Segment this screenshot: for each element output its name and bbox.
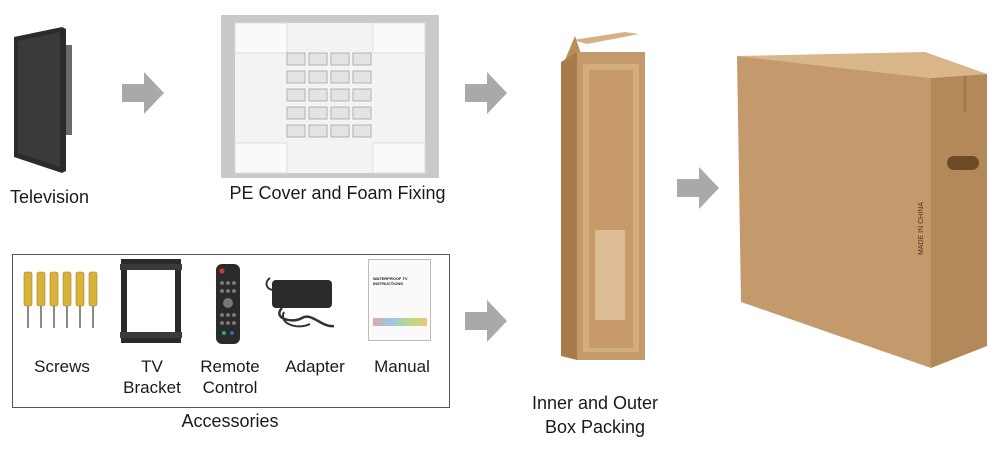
accessory-label-adapter: Adapter	[285, 357, 345, 376]
manual-title: WATERPROOF TV	[373, 276, 408, 281]
remote-control-image	[216, 264, 240, 344]
box-packing-label-line1: Inner and Outer	[531, 393, 659, 413]
television-image	[14, 27, 72, 173]
screws-image	[23, 271, 98, 328]
pe-cover-image	[221, 15, 439, 178]
adapter-image	[265, 277, 335, 328]
accessories-panel	[12, 254, 450, 408]
pe-cover-label: PE Cover and Foam Fixing	[229, 183, 446, 203]
accessory-label-screws: Screws	[34, 357, 90, 376]
box-packing-label-line2: Box Packing	[544, 417, 646, 437]
accessory-label-remote-control: Remote Control	[200, 357, 260, 397]
accessories-label: Accessories	[181, 411, 279, 431]
tv-bracket-image	[120, 259, 182, 343]
outer-box-image	[737, 52, 987, 368]
accessory-label-manual: Manual	[374, 357, 430, 376]
manual-image: WATERPROOF TV INSTRUCTIONS	[368, 259, 431, 341]
right-arrow-icon	[465, 300, 507, 342]
accessory-label-tv-bracket: TV Bracket	[123, 357, 181, 397]
right-arrow-icon	[122, 72, 164, 114]
television-label: Television	[10, 187, 90, 207]
right-arrow-icon	[465, 72, 507, 114]
box-print-text: MADE IN CHINA	[918, 202, 925, 255]
inner-box-image	[561, 32, 645, 360]
manual-subtitle: INSTRUCTIONS	[373, 281, 403, 286]
right-arrow-icon	[677, 167, 719, 209]
